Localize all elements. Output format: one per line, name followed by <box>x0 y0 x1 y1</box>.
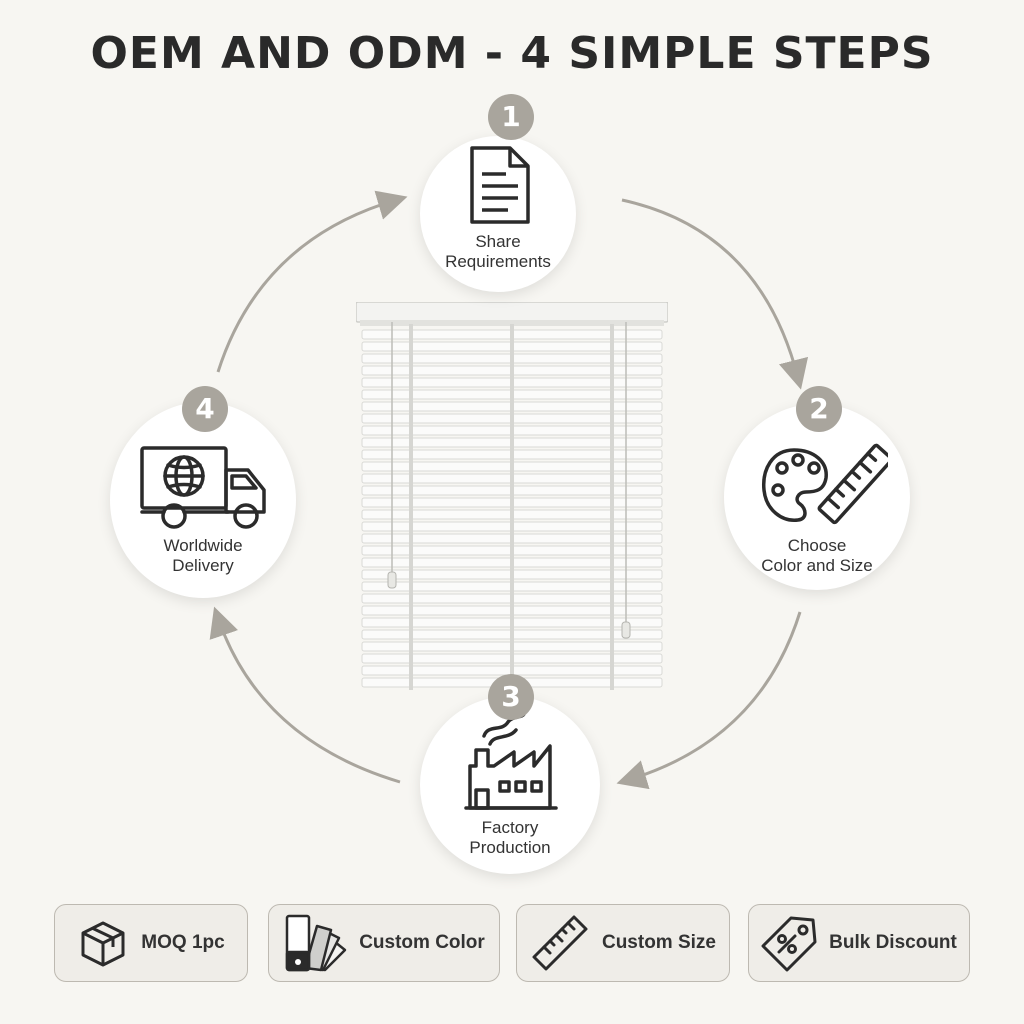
step-share-requirements: Share Requirements <box>420 136 576 292</box>
feature-moq: MOQ 1pc <box>54 904 248 982</box>
step-factory-production: Factory Production <box>420 696 600 874</box>
step-number-badge: 4 <box>182 386 228 432</box>
arrow-step1-to-step2 <box>621 198 809 390</box>
feature-custom-size: Custom Size <box>516 904 730 982</box>
box-icon <box>81 921 125 967</box>
step-label: Share Requirements <box>445 232 551 271</box>
step-worldwide-delivery: Worldwide Delivery <box>110 402 296 598</box>
color-swatch-icon <box>285 914 347 972</box>
arrow-step2-to-step3 <box>616 611 802 790</box>
document-icon <box>470 146 530 224</box>
step-number-badge: 3 <box>488 674 534 720</box>
globe-truck-icon <box>140 446 266 529</box>
step-label: Worldwide Delivery <box>163 536 243 575</box>
discount-tag-icon <box>761 916 817 972</box>
feature-label: Custom Color <box>359 932 485 953</box>
feature-custom-color: Custom Color <box>268 904 500 982</box>
venetian-blind-image <box>356 302 668 690</box>
feature-label: Bulk Discount <box>829 932 957 953</box>
arrow-step3-to-step4 <box>209 606 401 784</box>
palette-ruler-icon <box>762 443 888 525</box>
step-number-badge: 1 <box>488 94 534 140</box>
step-label: Factory Production <box>469 818 551 857</box>
step-choose-color-size: Choose Color and Size <box>724 404 910 590</box>
step-number-badge: 2 <box>796 386 842 432</box>
feature-bulk-discount: Bulk Discount <box>748 904 970 982</box>
feature-label: MOQ 1pc <box>141 932 225 953</box>
feature-label: Custom Size <box>601 932 717 953</box>
factory-icon <box>464 712 558 810</box>
step-label: Choose Color and Size <box>761 536 873 575</box>
page-title: OEM AND ODM - 4 SIMPLE STEPS <box>90 28 934 79</box>
arrow-step4-to-step1 <box>216 190 408 373</box>
ruler-icon <box>532 915 588 971</box>
